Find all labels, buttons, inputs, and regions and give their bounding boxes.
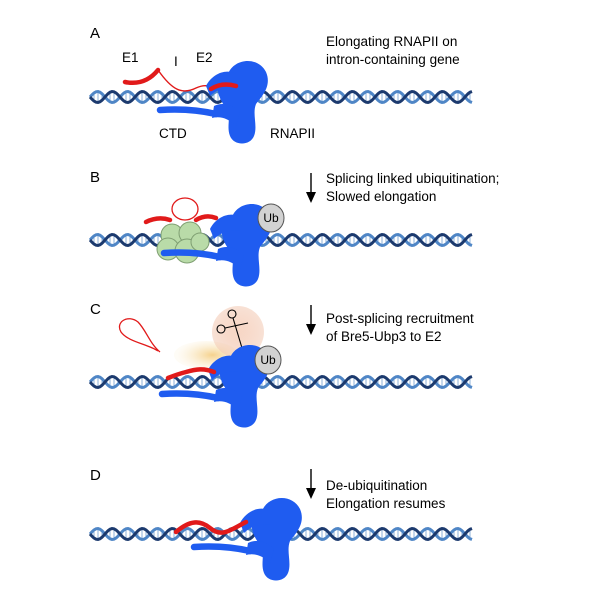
dna-strand [88, 89, 473, 105]
intron-lariat [171, 197, 199, 221]
ub-label: Ub [263, 211, 279, 225]
panel-letter: D [90, 467, 101, 484]
ctd-tail [190, 543, 254, 555]
rnapii-jaw [246, 541, 274, 563]
panel-caption-line-2: Elongation resumes [326, 496, 446, 511]
panel-caption-line-2: of Bre5-Ubp3 to E2 [326, 329, 442, 344]
spliceosome [156, 221, 210, 264]
rnapii-jaw [208, 355, 238, 380]
panel-caption-line-1: Splicing linked ubiquitination; [326, 171, 499, 186]
dna-strand [88, 374, 473, 390]
panel-caption-line-2: Slowed elongation [326, 189, 436, 204]
panel-b: B Splicing linked ubiquitination; Slowed… [88, 169, 499, 287]
exon-e2 [193, 214, 219, 223]
ubiquitin-badge: Ub [254, 345, 282, 375]
spliced-mrna [173, 519, 249, 535]
label-e1: E1 [122, 50, 139, 65]
dna-strand [88, 89, 473, 105]
ctd-tail [156, 106, 220, 118]
spliced-exons [165, 367, 217, 381]
dna-helix [88, 232, 473, 248]
excised-intron-lariat [118, 318, 161, 353]
label-e2: E2 [196, 50, 213, 65]
arrow-down-icon [306, 192, 316, 203]
exon-e1 [143, 216, 173, 225]
dna-helix [88, 89, 473, 105]
panel-d: D De-ubiquitination Elongation resumes [88, 467, 473, 581]
rnapii-jaw [216, 247, 244, 269]
label-intron: I [174, 54, 178, 69]
dna-strand [88, 374, 473, 390]
panel-letter: C [90, 301, 101, 318]
panel-caption-line-1: Elongating RNAPII on [326, 34, 457, 49]
ub-label: Ub [260, 353, 276, 367]
intron-rna [157, 69, 214, 92]
panel-caption-line-1: De-ubiquitination [326, 478, 427, 493]
panel-caption-line-1: Post-splicing recruitment [326, 311, 474, 326]
scissors-icon [216, 309, 249, 349]
rnapii-polymerase [190, 497, 302, 581]
panel-c: C Post-splicing recruitment of Bre5-Ubp3… [88, 301, 474, 428]
dna-helix [88, 374, 473, 390]
label-ctd: CTD [159, 126, 187, 141]
rnapii-jaw [212, 104, 240, 126]
panel-letter: B [90, 169, 100, 186]
dna-strand [88, 232, 473, 248]
ctd-tail [160, 249, 224, 261]
rnapii-jaw [214, 388, 242, 410]
exon-e1 [122, 67, 161, 85]
panel-letter: A [90, 25, 100, 42]
ubiquitin-badge: Ub [257, 203, 285, 233]
label-rnapii: RNAPII [270, 126, 315, 141]
rnapii-jaw [210, 214, 240, 239]
exon-e2 [208, 82, 239, 92]
panel-caption-line-2: intron-containing gene [326, 52, 460, 67]
rnapii-body [190, 497, 302, 581]
ctd-tail [158, 390, 222, 402]
panel-a: A Elongating RNAPII on intron-containing… [88, 25, 473, 144]
dna-strand [88, 232, 473, 248]
arrow-down-icon [306, 488, 316, 499]
arrow-down-icon [306, 324, 316, 335]
rnapii-jaw [240, 508, 270, 533]
